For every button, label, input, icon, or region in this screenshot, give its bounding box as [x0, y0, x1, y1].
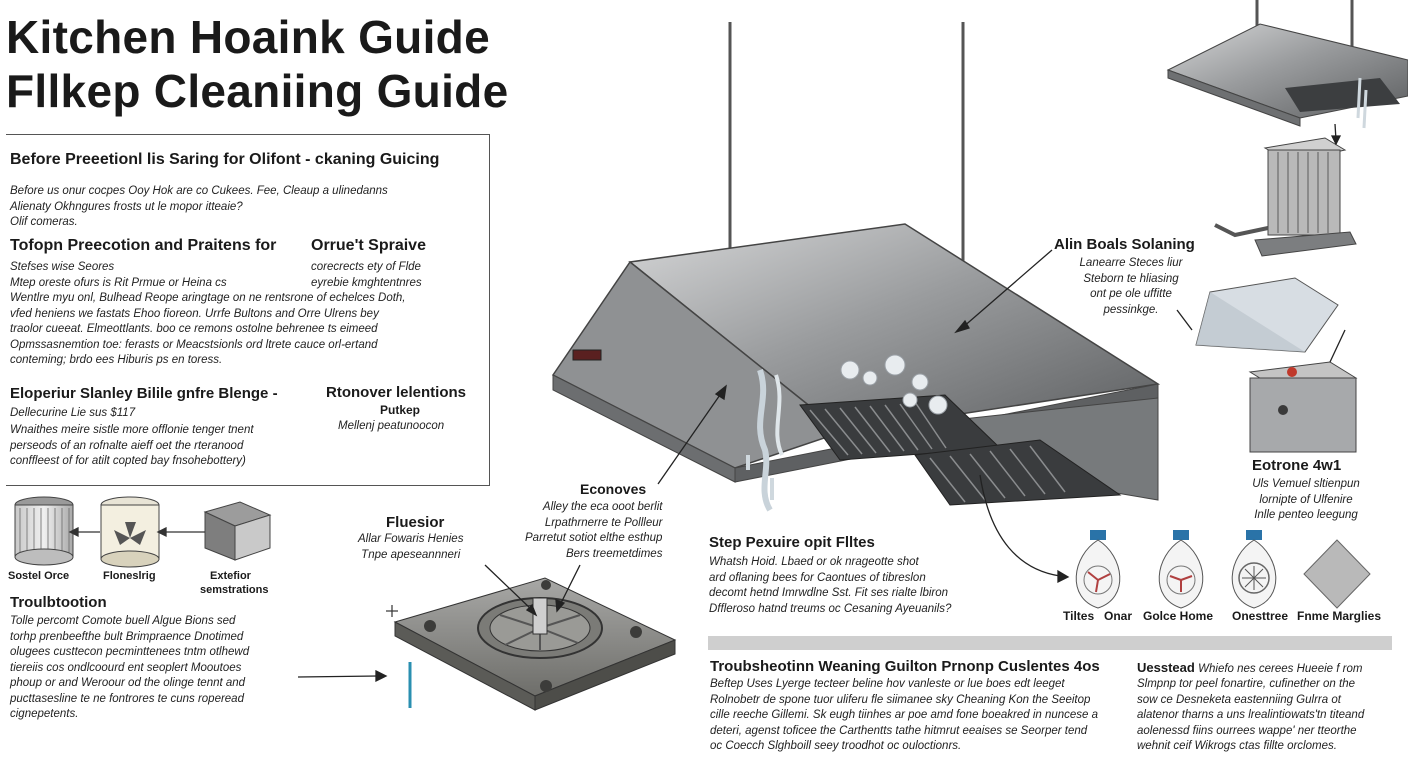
panel-heading-3-right: Rtonover lelentions [326, 384, 467, 401]
bottom-right-heading: Uesstead [1137, 660, 1195, 675]
panel-sub-3-right: Mellenj peatunoocon [338, 420, 445, 432]
bulb-illustrations [1075, 530, 1371, 609]
page-title-line-1: Kitchen Hoaink Guide [6, 11, 490, 63]
bulb-label-onesttree: Onesttree [1232, 609, 1289, 623]
part-label-fan: Floneslrig [103, 570, 156, 582]
bottom-right-heading-tail: Whiefo nes cerees Hueeie f rom [1198, 663, 1363, 675]
step-text: Whatsh Hoid. Lbaed or ok nrageotte shot … [709, 556, 952, 615]
filter-stack-illustration [1214, 137, 1357, 257]
panel-sub-2-left: Stefses wise Seores Mtep oreste ofurs is… [10, 261, 227, 289]
part-label-exterior-2: semstrations [200, 584, 269, 596]
troubleshooting-text: Tolle percomt Comote buell Algue Bions s… [10, 615, 250, 720]
fan-subtext: Allar Fowaris Henies Tnpe apeseannneri [358, 533, 464, 561]
parts-arrows [68, 526, 205, 538]
small-hood-illustration [1166, 0, 1408, 129]
panel-heading-2: Tofopn Preecotion and Praitens for [10, 237, 277, 254]
fan-plate-illustration [386, 577, 677, 711]
eotrone-text: Uls Vemuel sltienpun lornipte of Ulfenir… [1252, 478, 1360, 521]
filter-cartridge-illustration [14, 496, 74, 566]
panel-heading-2-right: Orrue't Spraive [311, 237, 426, 254]
econoves-heading: Econoves [580, 481, 647, 497]
panel-text-2: Wentlre myu onl, Bulhead Reope aringtage… [10, 292, 406, 366]
panel-sub-3-left: Dellecurine Lie sus $117 [10, 407, 136, 419]
alin-heading: Alin Boals Solaning [1054, 236, 1195, 253]
step-heading: Step Pexuire opit Flltes [709, 534, 875, 551]
panel-heading-1: Before Preeetionl lis Saring for Olifont… [10, 151, 440, 168]
bulb-label-tiltes: Tiltes [1063, 609, 1095, 623]
cloth-illustration [1195, 277, 1339, 353]
motor-box-illustration [1248, 361, 1358, 453]
divider-bar [708, 636, 1392, 650]
eotrone-heading: Eotrone 4w1 [1252, 457, 1342, 474]
diagram-arrows [297, 123, 1346, 683]
bulb-label-onar: Onar [1104, 609, 1133, 623]
part-label-cartridge: Sostel Orce [8, 570, 70, 582]
alin-text: Lanearre Steces liur Steborn te hliasing… [1079, 257, 1183, 316]
range-hood-illustration [551, 22, 1161, 512]
page-title-line-2: Fllkep Cleaniing Guide [6, 65, 509, 117]
info-panel: Before Preeetionl lis Saring for Olifont… [6, 134, 490, 486]
bulb-label-golce-home: Golce Home [1143, 609, 1214, 623]
panel-heading-3-right-sub: Putkep [380, 403, 421, 417]
panel-heading-3: Eloperiur Slanley Bilile gnfre Blenge - [10, 385, 278, 402]
bulb-label-fnme-marglies: Fnme Marglies [1297, 609, 1382, 623]
part-label-exterior: Extefior [210, 570, 251, 582]
bottom-right-heading-row: Uesstead Whiefo nes cerees Hueeie f rom [1137, 660, 1362, 678]
panel-text-1: Before us onur cocpes Ooy Hok are co Cuk… [10, 185, 388, 228]
troubleshooting-heading: Troulbtootion [10, 594, 107, 611]
fan-canister-illustration [100, 496, 160, 568]
bottom-troubleshooting-text: Beftep Uses Lyerge tecteer beline hov va… [710, 678, 1099, 752]
mesh-box-illustration [203, 501, 272, 561]
fan-heading: Fluesior [386, 514, 445, 531]
econoves-text: Alley the eca ooot berlit Lrpathrnerre t… [525, 501, 663, 560]
panel-text-3: Wnaithes meire sistle more offlonie teng… [10, 424, 254, 467]
panel-sub-2-right: corecrects ety of Flde eyrebie kmghtentn… [311, 261, 422, 289]
bottom-right-text: Slmpnp tor peel fonartire, cufinether on… [1137, 678, 1365, 752]
bottom-troubleshooting-heading: Troubsheotinn Weaning Guilton Prnonp Cus… [710, 658, 1100, 675]
